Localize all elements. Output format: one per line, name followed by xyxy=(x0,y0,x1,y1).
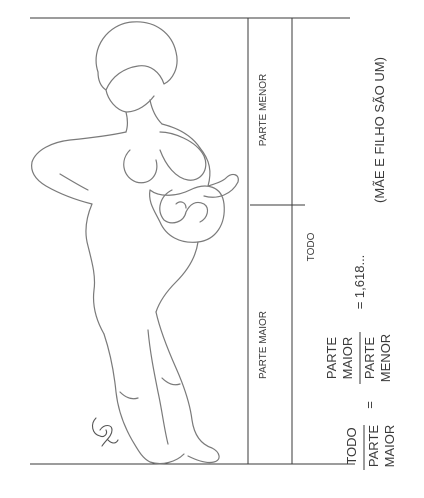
sketch-neck xyxy=(126,100,162,132)
parte-menor-label: PARTE MENOR xyxy=(258,74,269,146)
formula-maior-2: MAIOR xyxy=(340,337,355,380)
sketch-left-leg xyxy=(104,334,184,464)
formula-parte-3: PARTE xyxy=(362,337,377,379)
sketch-knee-detail xyxy=(120,378,180,399)
golden-ratio-formula: TODO PARTE MAIOR = PARTE MAIOR PARTE MEN… xyxy=(324,255,397,470)
sketch-pregnant-woman xyxy=(32,22,239,464)
sketch-right-arm xyxy=(200,148,238,197)
artist-signature xyxy=(93,418,118,446)
sketch-left-arm xyxy=(32,132,126,204)
formula-menor-3: MENOR xyxy=(378,334,393,382)
sketch-hair xyxy=(96,22,177,90)
formula-equals-1: = xyxy=(362,401,377,409)
sketch-back xyxy=(86,204,104,334)
formula-parte-2: PARTE xyxy=(324,337,339,379)
formula-equals-value: = 1,618... xyxy=(352,255,367,310)
formula-todo: TODO xyxy=(344,427,359,464)
sketch-right-leg xyxy=(156,312,219,463)
todo-label: TODO xyxy=(306,232,317,261)
formula-maior-1: MAIOR xyxy=(382,425,397,468)
sketch-inner-leg xyxy=(148,330,168,444)
caption-text: (MÃE E FILHO SÃO UM) xyxy=(372,57,387,203)
parte-maior-label: PARTE MAIOR xyxy=(258,311,269,379)
sketch-hip-front xyxy=(156,242,198,312)
formula-parte-1: PARTE xyxy=(366,425,381,467)
sketch-face xyxy=(106,90,154,112)
